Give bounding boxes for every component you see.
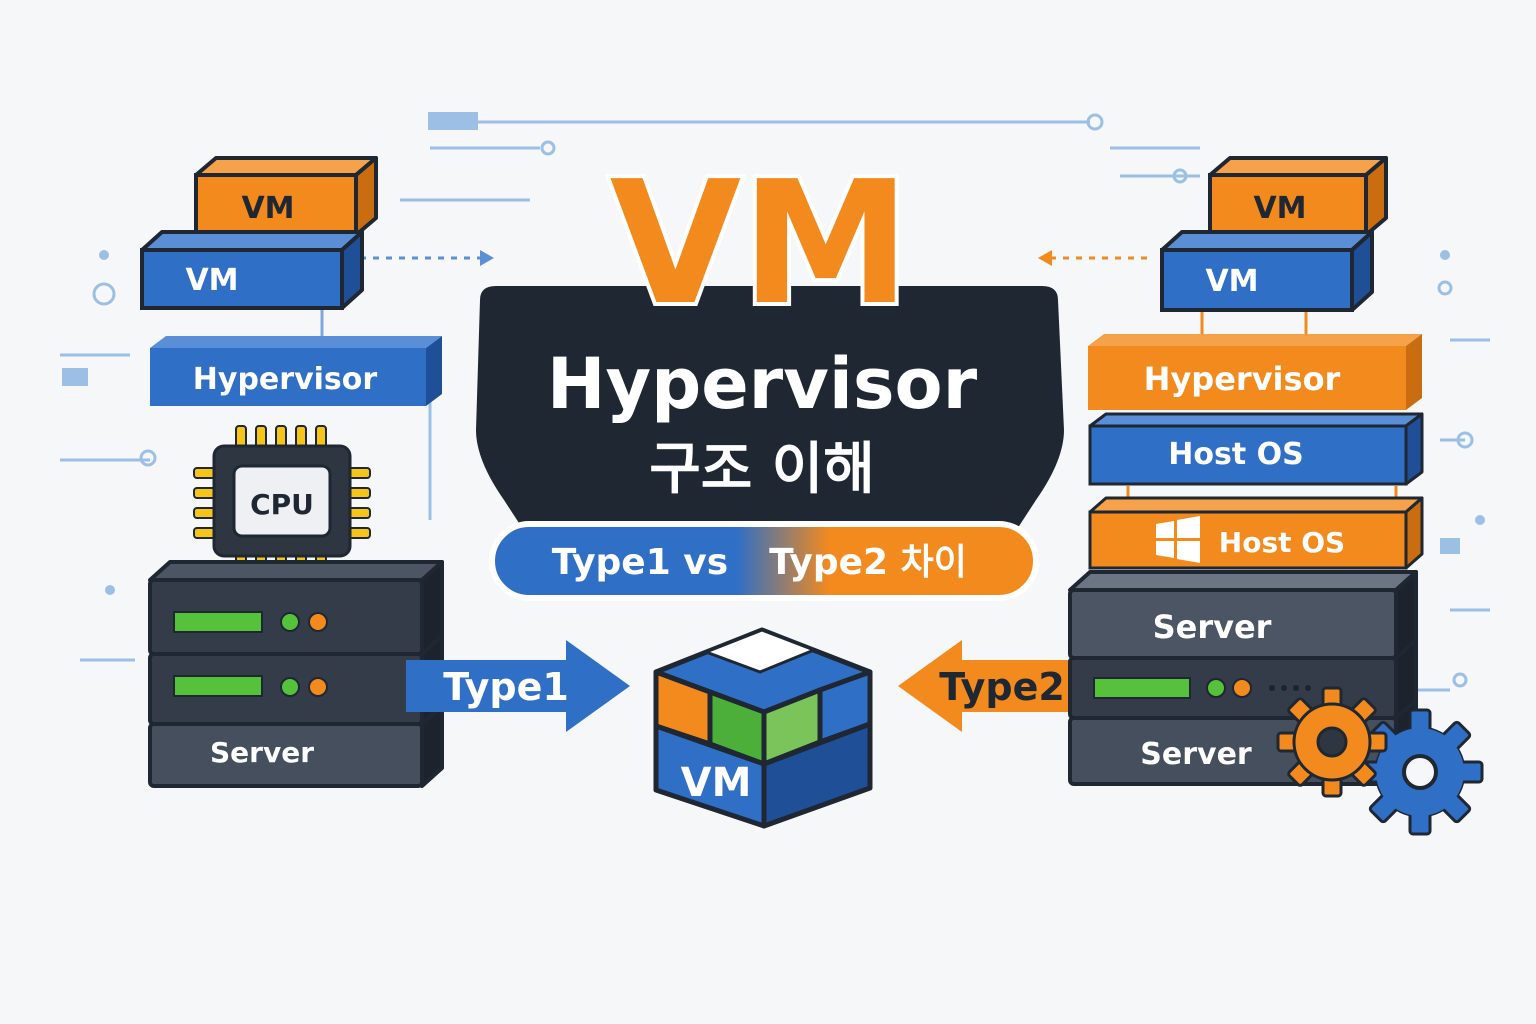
type2-vm-bottom-label: VM — [1205, 264, 1258, 299]
badge-right-text: Type2 차이 — [769, 542, 967, 583]
type1-server-label: Server — [210, 736, 314, 769]
type1-vm-bottom-label: VM — [185, 263, 238, 298]
type2-arrow: Type2 — [898, 640, 1072, 732]
type2-arrow-label: Type2 — [939, 665, 1065, 709]
type2-vm-top-block: VM — [1208, 156, 1388, 237]
vm-cube-label: VM — [681, 760, 752, 806]
type2-hypervisor-block: Hypervisor — [1088, 334, 1422, 410]
vm-cube-icon: VM — [653, 627, 873, 829]
type2-server-top-label: Server — [1153, 608, 1272, 646]
title-korean: 구조 이해 — [649, 437, 875, 502]
dashed-arrow-left — [360, 250, 494, 266]
title-main: VM — [610, 145, 911, 343]
type2-host-os-2-label: Host OS — [1219, 526, 1345, 559]
type1-server-unit-3: Server — [148, 704, 444, 788]
badge-left-text: Type1 vs — [552, 542, 728, 583]
type2-server-unit-1: Server — [1068, 570, 1418, 660]
type2-host-os-2-block: Host OS — [1088, 496, 1424, 570]
type1-vm-bottom-block: VM — [140, 230, 364, 310]
type1-vm-top-block: VM — [194, 156, 378, 237]
gear-icon — [1276, 686, 1484, 836]
dashed-arrow-right — [1038, 250, 1150, 266]
decorative-dots — [62, 112, 1485, 595]
decorative-nodes — [92, 113, 1474, 688]
type2-hypervisor-label: Hypervisor — [1144, 360, 1341, 398]
cpu-chip-icon: CPU — [193, 425, 371, 575]
type1-vm-top-label: VM — [241, 191, 294, 226]
title-sub: Hypervisor — [547, 343, 978, 425]
windows-logo-icon — [1156, 516, 1200, 563]
decorative-lines — [60, 120, 1490, 692]
comparison-badge: Type1 vs Type2 차이 — [489, 521, 1039, 601]
type1-stack: VM VM Hypervisor — [140, 156, 444, 788]
type1-server-unit-2 — [148, 634, 444, 726]
type2-host-os-1-block: Host OS — [1088, 412, 1424, 486]
type2-vm-top-label: VM — [1253, 191, 1306, 226]
type1-hypervisor-block: Hypervisor — [150, 336, 442, 406]
type1-hypervisor-label: Hypervisor — [193, 362, 378, 397]
type1-server-unit-1 — [148, 560, 444, 656]
type2-server-bottom-label: Server — [1140, 737, 1252, 772]
title-panel — [476, 286, 1064, 554]
type1-arrow: Type1 — [406, 640, 630, 732]
type1-arrow-label: Type1 — [443, 665, 569, 709]
cpu-label: CPU — [250, 488, 314, 521]
type2-server-unit-2 — [1068, 638, 1418, 720]
type2-host-os-1-label: Host OS — [1168, 437, 1303, 472]
type2-vm-bottom-block: VM — [1160, 230, 1374, 312]
type2-stack: VM VM Hypervisor Host OS — [1068, 156, 1424, 786]
